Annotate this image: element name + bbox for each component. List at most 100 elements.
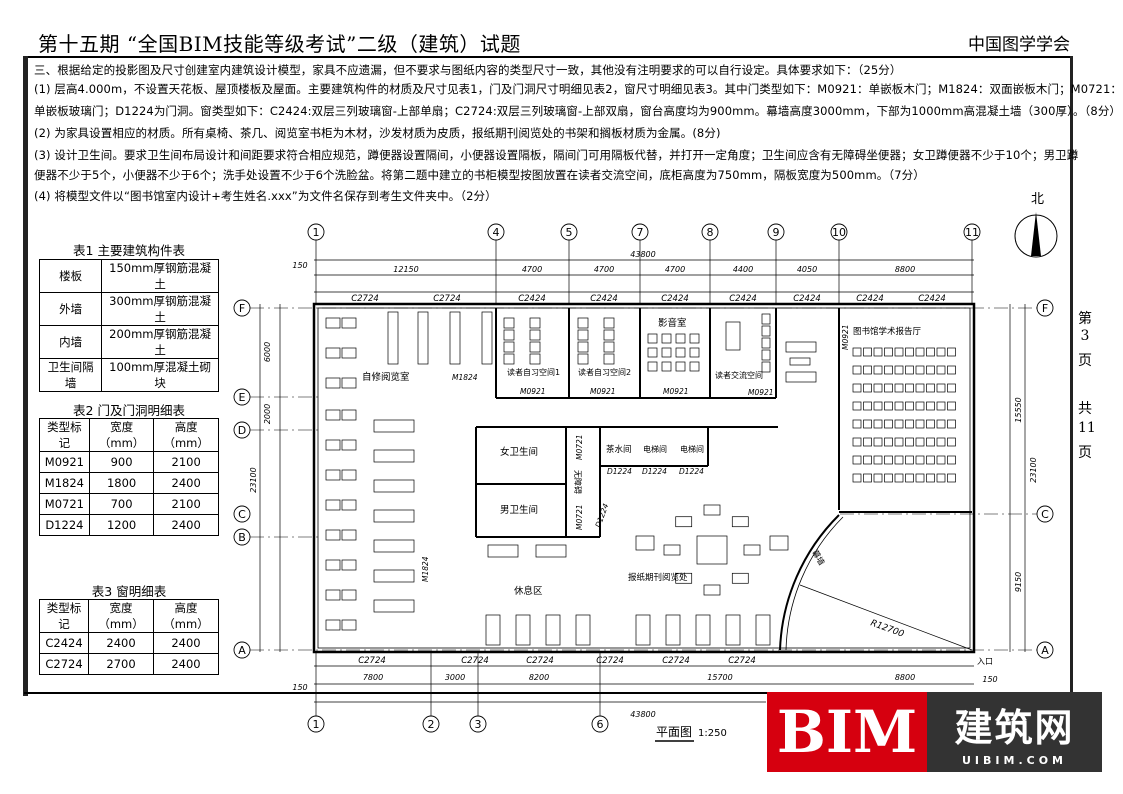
- radius-label: R12700: [869, 618, 905, 639]
- dim-axis: 4700: [594, 265, 614, 274]
- meeting-table: [725, 321, 741, 351]
- cell: C2424: [38, 632, 90, 654]
- table: [755, 614, 771, 646]
- bookshelf: [373, 419, 415, 433]
- auditorium-seat: [873, 437, 883, 447]
- door-label: M0721: [575, 434, 584, 460]
- svg-text:1: 1: [313, 718, 320, 731]
- bookshelf: [373, 569, 415, 583]
- svg-text:11: 11: [965, 226, 979, 239]
- auditorium-seat: [873, 473, 883, 483]
- bookshelf: [417, 311, 429, 365]
- dim-axis: 3000: [445, 673, 465, 682]
- room-label-womens-restroom: 女卫生间: [500, 446, 538, 458]
- cell: D1224: [39, 514, 90, 536]
- table: [665, 614, 681, 646]
- auditorium-seat: [947, 473, 956, 483]
- dim-total-top: 43800: [630, 250, 655, 259]
- svg-text:7: 7: [637, 226, 644, 239]
- study-desk: [503, 329, 515, 341]
- reading-table: [341, 589, 357, 601]
- reading-table: [341, 409, 357, 421]
- study-desk: [529, 353, 541, 365]
- auditorium-seat: [926, 473, 935, 483]
- bookshelf: [387, 311, 399, 365]
- svg-text:6: 6: [597, 718, 604, 731]
- cell: 100mm厚混凝土砌块: [101, 358, 219, 392]
- cell: 1200: [88, 514, 155, 536]
- reading-seat: [743, 544, 761, 556]
- auditorium-seat: [926, 347, 935, 357]
- header-cell: 高度（mm）: [153, 599, 219, 633]
- auditorium-seat: [873, 365, 883, 375]
- auditorium-seat: [926, 365, 935, 375]
- page-number: 3: [1080, 328, 1090, 344]
- auditorium-seat: [936, 419, 946, 429]
- exterior-wall-inner: [317, 307, 971, 649]
- auditorium-seat: [947, 437, 956, 447]
- svg-text:2: 2: [428, 718, 435, 731]
- auditorium-seat: [894, 365, 904, 375]
- auditorium-seat: [884, 365, 893, 375]
- grid-bubble-right: A: [1036, 641, 1054, 659]
- sofa: [785, 341, 817, 353]
- grid-bubble-left: C: [233, 505, 251, 523]
- table-header: 类型标记宽度（mm）高度（mm）: [39, 418, 219, 452]
- svg-text:9: 9: [773, 226, 780, 239]
- table: [725, 614, 741, 646]
- door-label: M0921: [748, 388, 774, 397]
- requirement-1: (1) 层高4.000m，不设置天花板、屋顶楼板及屋面。主要建筑构件的材质及尺寸…: [34, 82, 1122, 96]
- window-label: C2724: [461, 656, 489, 666]
- auditorium-seat: [936, 473, 946, 483]
- grid-bubble-bottom: 6: [591, 715, 609, 733]
- requirement-intro: 三、根据给定的投影图及尺寸创建室内建筑设计模型，家具不应遗漏，但不要求与图纸内容…: [34, 63, 902, 77]
- auditorium-seat: [936, 401, 946, 411]
- grid-bubble-top: 4: [487, 223, 505, 241]
- svg-text:A: A: [238, 644, 246, 657]
- dim-axis: 4400: [733, 265, 753, 274]
- dim-axis: 8800: [895, 265, 915, 274]
- requirement-4: (4) 将模型文件以“图书馆室内设计+考生姓名.xxx”为文件名保存到考生文件夹…: [34, 189, 497, 203]
- dim-right: 15550: [1014, 397, 1023, 422]
- door-label: D1224: [642, 467, 667, 476]
- reading-seat: [703, 584, 721, 596]
- entrance-label: 入口: [977, 657, 993, 666]
- auditorium-seat: [947, 347, 956, 357]
- window-label: C2724: [433, 294, 461, 304]
- svg-text:3: 3: [475, 718, 482, 731]
- auditorium-seat: [873, 383, 883, 393]
- organization-name: 中国图学学会: [968, 35, 1070, 55]
- chair: [647, 347, 658, 358]
- table: [485, 614, 501, 646]
- auditorium-seat: [936, 365, 946, 375]
- radius-line: [799, 584, 973, 651]
- header-cell: 类型标记: [39, 418, 90, 452]
- requirement-3-cont: 便器不少于5个，小便器不少于6个；洗手处设置不少于6个洗脸盆。将第二题中建立的书…: [34, 168, 925, 182]
- bookcase: [761, 337, 771, 349]
- auditorium-seat: [894, 455, 904, 465]
- room-label-curtain-wall: 幕墙: [810, 548, 827, 567]
- cell: 150mm厚钢筋混凝土: [101, 259, 219, 293]
- auditorium-seat: [915, 401, 925, 411]
- auditorium-seat: [926, 455, 935, 465]
- grid-bubble-top: 10: [830, 223, 848, 241]
- door-label: M0721: [575, 504, 584, 530]
- reading-table: [341, 317, 357, 329]
- auditorium-seat: [863, 437, 872, 447]
- auditorium-seat: [852, 383, 862, 393]
- window-label: C2424: [590, 294, 618, 304]
- grid-bubble-top: 5: [560, 223, 578, 241]
- dimension-lines: [259, 259, 1026, 703]
- auditorium-seat: [852, 365, 862, 375]
- auditorium-seat: [863, 401, 872, 411]
- auditorium-seat: [894, 383, 904, 393]
- auditorium-seat: [926, 383, 935, 393]
- auditorium-seat: [905, 401, 914, 411]
- auditorium-seat: [905, 437, 914, 447]
- room-label-rest-area: 休息区: [514, 585, 543, 597]
- auditorium-seat: [947, 365, 956, 375]
- reading-table: [325, 499, 341, 511]
- window-label: C2724: [358, 656, 386, 666]
- grid-bubble-top: 11: [963, 223, 981, 241]
